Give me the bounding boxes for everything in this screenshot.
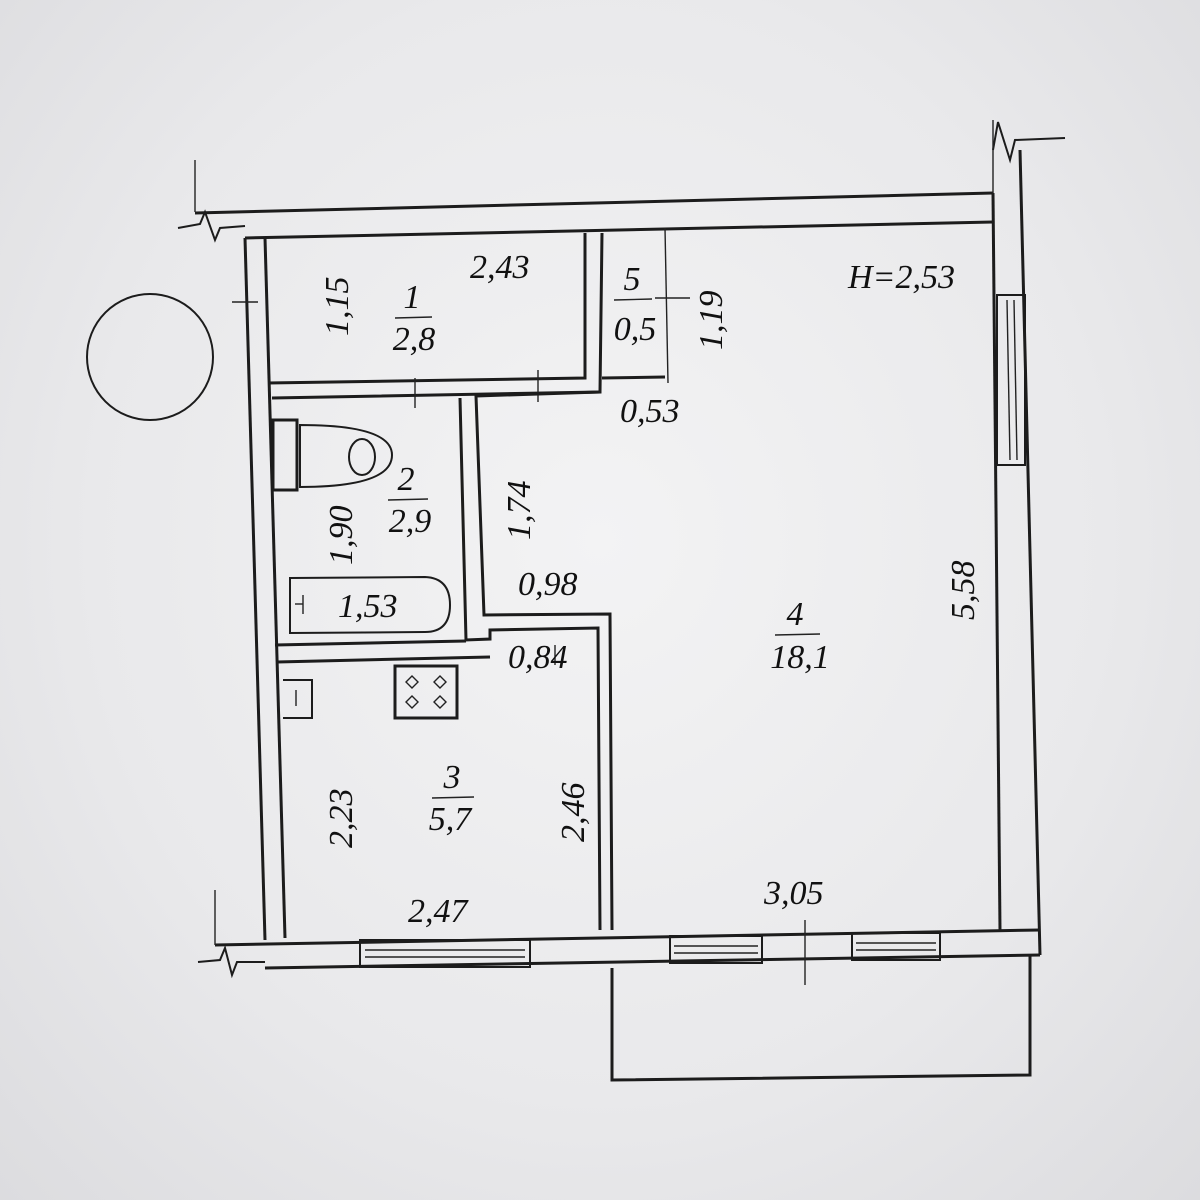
window-living-left [669, 935, 763, 964]
dim-living-depth: 5,58 [945, 561, 982, 621]
room-4-label: 4 18,1 [770, 596, 830, 676]
dim-room5-depth: 1,19 [693, 291, 730, 351]
dim-corridor-length: 1,74 [501, 481, 538, 541]
dim-room1-depth: 1,15 [319, 277, 356, 337]
window-living-right [851, 932, 941, 961]
partition-bath-kitchen-inner [276, 655, 491, 664]
room-2-number: 2 [398, 461, 415, 498]
room-2-area-text: 2,9 [389, 503, 432, 540]
bathtub [289, 575, 452, 635]
partition-corridor [474, 390, 614, 931]
room-1-area: 2,8 [393, 321, 436, 358]
left-wall-inner [263, 237, 287, 939]
top-right-break-mark [992, 121, 1066, 164]
partition-bath-kitchen [274, 639, 467, 647]
room-2-label: 2 5,7 2,9 [387, 461, 432, 540]
window-right-pane-2 [1013, 299, 1018, 461]
window-right [996, 294, 1026, 466]
room-5-area: 0,5 [614, 311, 657, 348]
sink [283, 679, 313, 719]
toilet-tank [271, 418, 299, 492]
dim-room1-width: 2,43 [470, 249, 530, 286]
compass-circle [86, 293, 214, 421]
bottom-wall-inner [264, 953, 1041, 970]
dim-kitchen-depth-right: 2,46 [555, 783, 592, 843]
room-5-number: 5 [624, 261, 641, 298]
stove-burners [405, 675, 447, 709]
partition-room1-bottom [267, 233, 587, 385]
room-3-area: 5,7 [429, 801, 474, 838]
dim-room5-width: 0,53 [620, 393, 680, 430]
top-left-break-mark [177, 209, 246, 243]
right-wall-outer [1018, 149, 1042, 956]
dim-bathtub-length: 1,53 [338, 588, 398, 625]
dim-kitchen-width: 2,47 [408, 893, 470, 930]
right-wall-inner [991, 192, 1002, 931]
left-wall-outer [243, 237, 267, 941]
toilet-bowl [299, 423, 394, 489]
balcony [610, 955, 1032, 1082]
closet-room5 [601, 375, 666, 380]
stove [393, 664, 459, 720]
dim-living-width: 3,05 [763, 875, 824, 912]
ceiling-height-label: H=2,53 [847, 259, 955, 296]
room-5-label: 5 0,5 [614, 261, 657, 348]
room-4-number: 4 [787, 596, 804, 633]
window-kitchen [359, 939, 531, 968]
dim-corridor-width: 0,98 [518, 566, 578, 603]
toilet-seat [348, 438, 376, 476]
room-1-label: 1 2,8 [393, 279, 436, 358]
closet-room5-dimension [664, 227, 669, 384]
dim-kitchen-depth-left: 2,23 [323, 789, 360, 849]
room-3-number: 3 [443, 759, 461, 796]
partition-bath-right [458, 397, 602, 931]
bottom-left-break-mark [197, 944, 265, 979]
dim-doorway-width: 0,84 [508, 639, 568, 676]
dim-bath-depth: 1,90 [323, 506, 360, 566]
room-4-area: 18,1 [770, 639, 830, 676]
room-3-label: 3 5,7 [429, 759, 475, 838]
room-1-number: 1 [404, 279, 421, 316]
window-right-pane-1 [1006, 299, 1011, 461]
top-wall-outer [194, 191, 994, 215]
top-wall-inner [244, 220, 994, 240]
